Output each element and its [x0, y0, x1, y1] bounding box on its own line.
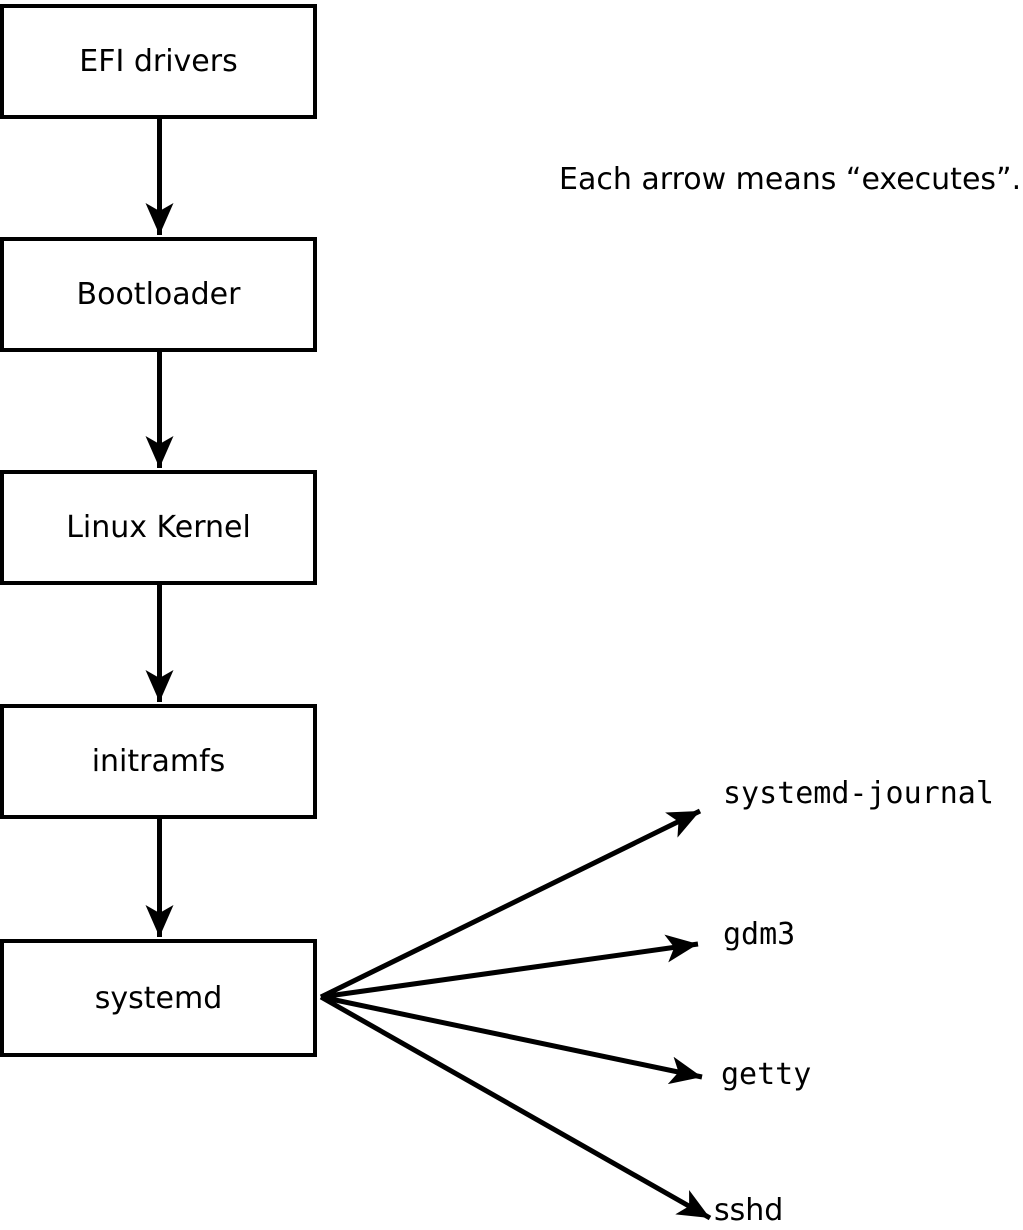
- arrow-systemd-to-sshd: [319, 994, 712, 1221]
- arrow-systemd-to-journal: [319, 808, 702, 1000]
- box-initramfs-label: initramfs: [91, 744, 226, 779]
- box-systemd: systemd: [0, 939, 317, 1057]
- arrow-meaning-note: Each arrow means “executes”.: [559, 162, 1022, 197]
- box-bootloader-label: Bootloader: [76, 277, 241, 312]
- box-linux-kernel-label: Linux Kernel: [66, 510, 251, 545]
- box-systemd-label: systemd: [94, 980, 223, 1016]
- service-label-systemd-journal: systemd-journal: [723, 776, 994, 811]
- service-label-getty: getty: [721, 1057, 812, 1092]
- arrow-systemd-to-gdm3: [320, 934, 699, 1000]
- box-efi-drivers-label: EFI drivers: [79, 44, 238, 79]
- box-bootloader: Bootloader: [0, 237, 317, 352]
- box-linux-kernel: Linux Kernel: [0, 470, 317, 585]
- service-label-gdm3: gdm3: [723, 917, 796, 952]
- service-label-sshd: sshd: [714, 1193, 784, 1228]
- box-efi-drivers: EFI drivers: [0, 4, 317, 119]
- box-initramfs: initramfs: [0, 704, 317, 819]
- arrow-systemd-to-getty: [320, 994, 703, 1085]
